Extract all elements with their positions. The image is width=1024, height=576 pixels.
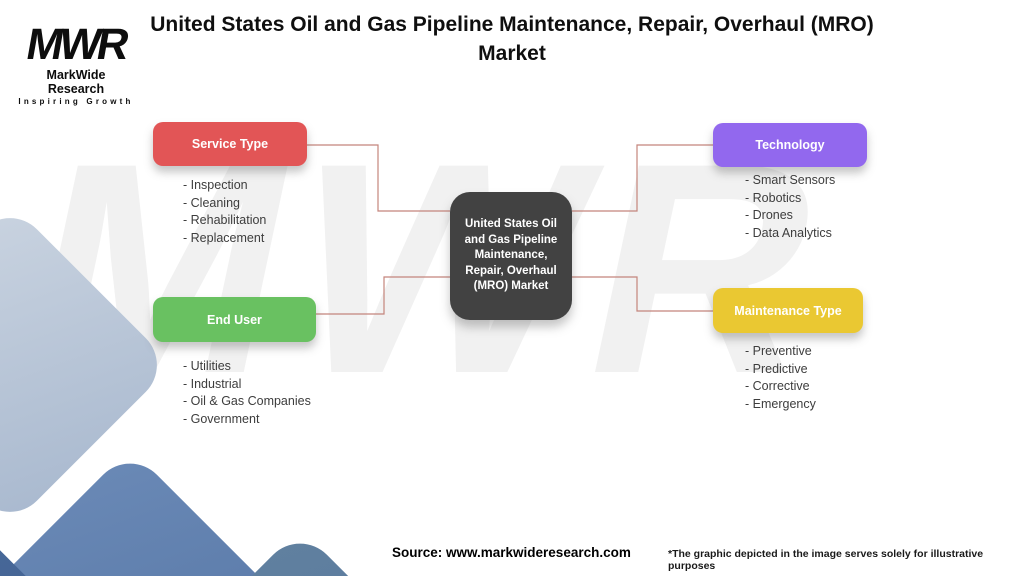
page-title-line2: Market [478,42,546,66]
list-item: - Robotics [745,190,802,205]
technology-node: Technology [713,123,867,167]
page-title-line1: United States Oil and Gas Pipeline Maint… [150,13,874,36]
source-text: Source: www.markwideresearch.com [392,545,631,560]
logo-tagline: Inspiring Growth [18,96,134,106]
page-title: United States Oil and Gas Pipeline Maint… [112,10,912,69]
list-item: - Smart Sensors [745,173,836,187]
technology-items: - Smart Sensors - Robotics - Drones - Da… [745,172,835,242]
disclaimer-text: *The graphic depicted in the image serve… [668,548,984,572]
list-item: - Data Analytics [745,225,832,240]
service-type-items: - Inspection - Cleaning - Rehabilitation… [183,177,266,247]
list-item: - Cleaning [183,195,240,210]
center-market-node: United States Oil and Gas Pipeline Maint… [450,192,572,320]
maintenance-type-items: - Preventive - Predictive - Corrective -… [745,343,816,413]
list-item: - Industrial [183,376,242,391]
markwide-logo: MWR MarkWide Research Inspiring Growth [18,20,134,106]
maintenance-type-node: Maintenance Type [713,288,863,333]
center-market-node-label: United States Oil and Gas Pipeline Maint… [464,218,558,293]
end-user-items: - Utilities - Industrial - Oil & Gas Com… [183,358,311,428]
list-item: - Drones [745,208,793,222]
list-item: - Preventive [745,344,812,358]
list-item: - Replacement [183,230,265,245]
list-item: - Government [183,411,260,426]
service-type-node: Service Type [153,122,307,166]
list-item: - Emergency [745,396,816,411]
list-item: - Predictive [745,361,808,376]
list-item: - Inspection [183,178,248,192]
end-user-node: End User [153,297,316,342]
list-item: - Utilities [183,359,231,373]
list-item: - Rehabilitation [183,213,267,227]
logo-company-name: MarkWide Research [46,67,106,96]
list-item: - Corrective [745,379,810,393]
list-item: - Oil & Gas Companies [183,394,311,408]
